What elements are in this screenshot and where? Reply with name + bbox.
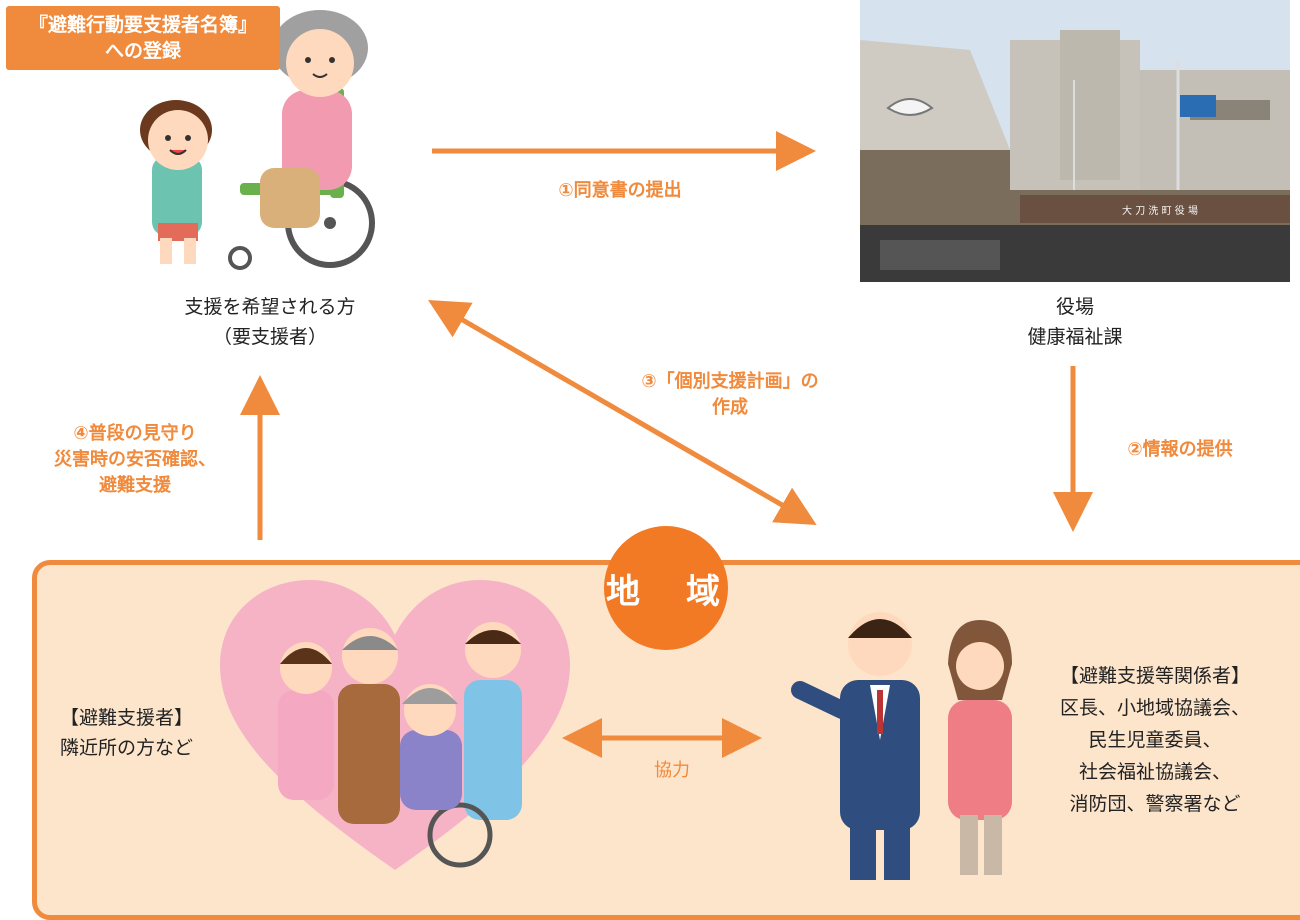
stakeholders-line-2: 区長、小地域協議会、 [1059, 697, 1250, 719]
evac-helpers-label: 【避難支援者】 隣近所の方など [60, 703, 260, 763]
officials-illustration [791, 612, 1012, 880]
step3-line-2: 作成 [712, 397, 748, 418]
step3-line-1: ③「個別支援計画」の [641, 371, 819, 392]
evac-helpers-line-2: 隣近所の方など [60, 737, 194, 759]
town-office-photo: 大 刀 洗 町 役 場 [860, 0, 1290, 282]
stakeholders-label: 【避難支援等関係者】 区長、小地域協議会、 民生児童委員、 社会福祉協議会、 消… [1030, 660, 1280, 820]
office-sign: 大 刀 洗 町 役 場 [1122, 204, 1198, 217]
step1-label: ①同意書の提出 [558, 180, 682, 201]
office-label-line-1: 役場 [1055, 296, 1094, 318]
stakeholders-line-3: 民生児童委員、 [1088, 729, 1222, 751]
step4-label: ④普段の見守り 災害時の安否確認、 避難支援 [20, 421, 250, 499]
arrows-layer [240, 131, 1093, 758]
arrow-plan [428, 299, 817, 526]
badge-line-1: 『避難行動要支援者名簿』 [28, 14, 257, 36]
stakeholders-line-5: 消防団、警察署など [1069, 793, 1241, 815]
step2-label: ②情報の提供 [1127, 439, 1233, 460]
flag [1180, 95, 1216, 117]
badge-line-2: への登録 [104, 40, 181, 62]
office-label: 役場 健康福祉課 [960, 292, 1190, 352]
evac-helpers-line-1: 【避難支援者】 [60, 707, 194, 729]
child-face [148, 110, 208, 170]
requester-label-line-2: （要支援者） [212, 326, 327, 348]
stakeholders-line-4: 社会福祉協議会、 [1078, 761, 1231, 783]
elderly-woman-face [286, 29, 354, 97]
stakeholders-line-1: 【避難支援等関係者】 [1059, 665, 1250, 687]
step4-line-1: ④普段の見守り [73, 423, 197, 444]
requester-illustration [140, 10, 375, 270]
office-label-line-2: 健康福祉課 [1027, 326, 1123, 348]
cooperation-label: 協力 [654, 760, 690, 781]
evac-helpers-illustration [220, 580, 570, 870]
region-title: 地 域 [604, 526, 728, 650]
registration-badge: 『避難行動要支援者名簿』 への登録 [6, 6, 280, 70]
requester-label-line-1: 支援を希望される方 [184, 296, 356, 318]
requester-label: 支援を希望される方 （要支援者） [120, 292, 420, 352]
step4-line-2: 災害時の安否確認、 [54, 449, 216, 470]
step4-line-3: 避難支援 [99, 475, 171, 496]
step3-label: ③「個別支援計画」の 作成 [590, 369, 870, 421]
